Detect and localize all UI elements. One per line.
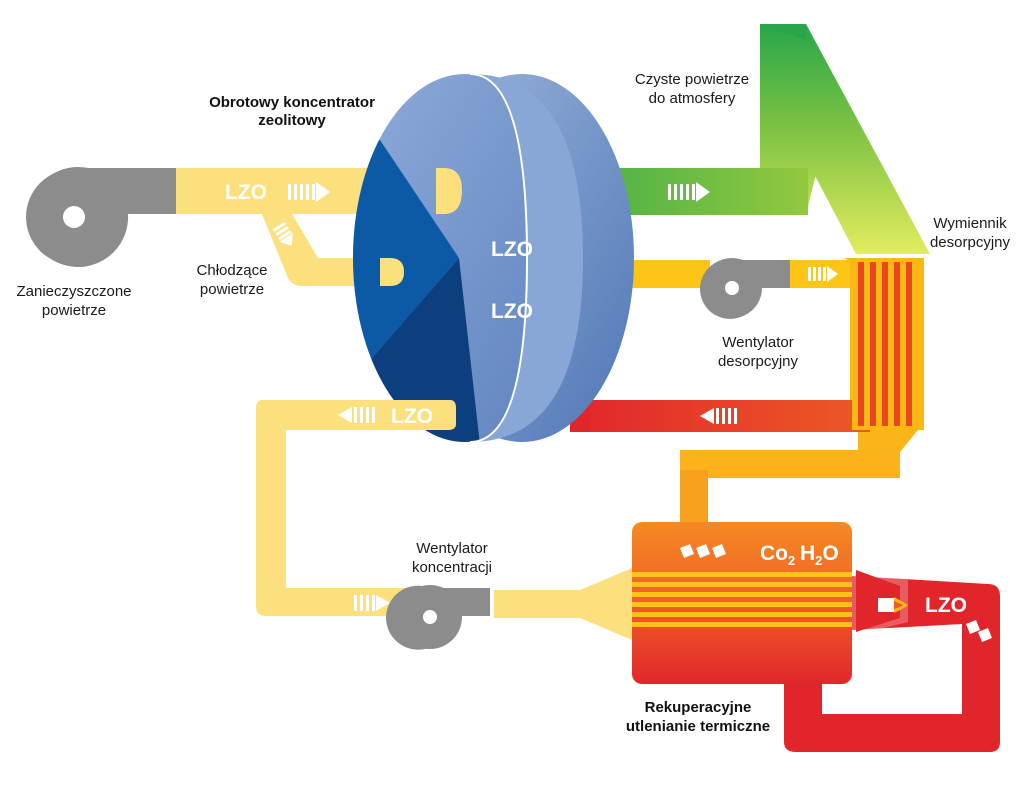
concentrator-label: Obrotowy koncentrator zeolitowy (209, 94, 375, 129)
desorption-fan-label: Wentylator desorpcyjny (718, 334, 799, 370)
burner-lzo-tag: LZO (925, 594, 967, 617)
rto-unit (494, 522, 852, 684)
rto-bed-stripes (632, 572, 852, 627)
svg-text:desorpcyjny: desorpcyjny (718, 353, 799, 370)
polluted-air-label: Zanieczyszczone powietrze (16, 283, 131, 319)
burner-loop (784, 566, 1000, 752)
exchanger-tubes (858, 262, 912, 426)
svg-text:Wentylator: Wentylator (416, 540, 487, 557)
svg-text:powietrze: powietrze (42, 302, 106, 319)
svg-text:utlenianie termiczne: utlenianie termiczne (626, 718, 770, 735)
concentration-fan-icon (386, 585, 490, 650)
svg-text:Obrotowy koncentrator: Obrotowy koncentrator (209, 94, 375, 111)
exchanger-to-rto-duct (680, 450, 900, 530)
striped-arrow-icon (338, 407, 375, 423)
co2-text: Co2 (760, 542, 795, 568)
svg-text:zeolitowy: zeolitowy (258, 112, 326, 129)
svg-text:do atmosfery: do atmosfery (649, 90, 736, 107)
striped-arrow-icon (808, 266, 838, 282)
svg-text:Czyste powietrze: Czyste powietrze (635, 71, 749, 88)
clean-air-label: Czyste powietrze do atmosfery (635, 71, 749, 107)
process-fan-icon (26, 167, 177, 268)
hot-return-duct (570, 400, 870, 432)
concentration-fan-label: Wentylator koncentracji (412, 540, 492, 576)
svg-text:Zanieczyszczone: Zanieczyszczone (16, 283, 131, 300)
clean-air-duct (612, 24, 930, 254)
combustion-products-label: Co2 H2O (760, 542, 839, 568)
wheel-upper-lzo-tag: LZO (491, 238, 533, 261)
cooling-air-label: Chłodzące powietrze (197, 262, 268, 298)
h2o-text: H2O (800, 542, 839, 568)
striped-arrow-icon (700, 408, 737, 424)
svg-text:Wymiennik: Wymiennik (933, 215, 1007, 232)
desorption-fan-icon (700, 258, 790, 319)
striped-arrow-icon (272, 221, 293, 246)
svg-text:Chłodzące: Chłodzące (197, 262, 268, 279)
desorption-heat-exchanger (840, 258, 924, 478)
exchanger-label: Wymiennik desorpcyjny (930, 215, 1011, 251)
svg-text:koncentracji: koncentracji (412, 559, 492, 576)
svg-text:desorpcyjny: desorpcyjny (930, 234, 1011, 251)
striped-arrow-icon (354, 595, 390, 611)
svg-text:powietrze: powietrze (200, 281, 264, 298)
zeolite-rotor-wheel (353, 73, 634, 443)
rto-label: Rekuperacyjne utlenianie termiczne (626, 699, 770, 735)
striped-arrow-icon (668, 182, 710, 202)
inlet-lzo-tag: LZO (225, 181, 267, 204)
return-duct-lzo-tag: LZO (391, 405, 433, 428)
wheel-lower-lzo-tag: LZO (491, 300, 533, 323)
flame-icon (878, 597, 908, 613)
svg-text:Wentylator: Wentylator (722, 334, 793, 351)
striped-arrow-icon (288, 182, 330, 202)
svg-text:Rekuperacyjne: Rekuperacyjne (645, 699, 752, 716)
airflow-marks-icon (680, 544, 992, 642)
concentrated-air-loop (256, 400, 456, 616)
